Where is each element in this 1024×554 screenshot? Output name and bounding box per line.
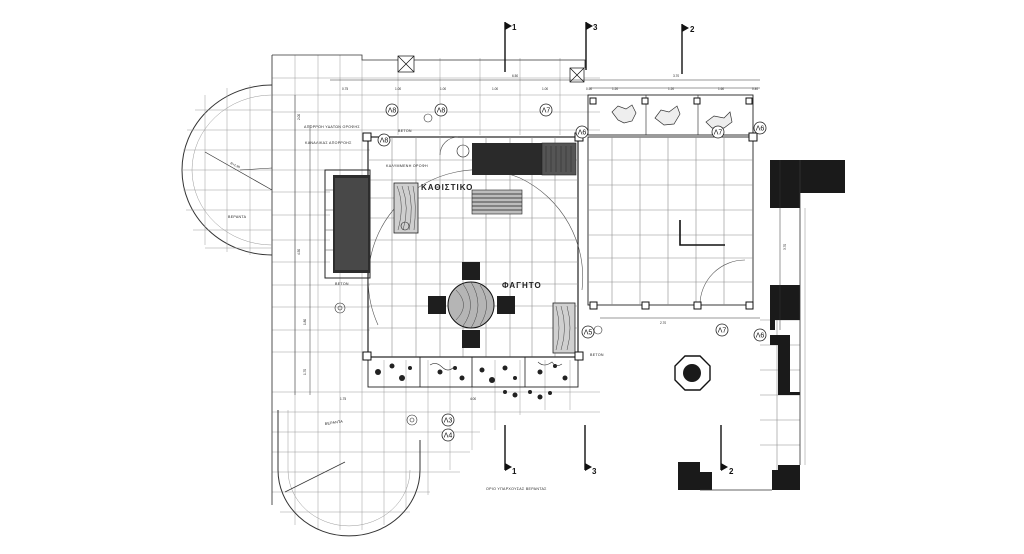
- pergola-area: [587, 94, 800, 470]
- section-marker-3-top: 3: [585, 22, 598, 70]
- dim-overall-right: 3.70: [673, 74, 679, 78]
- detail-marker-l7-top: Λ7: [539, 103, 553, 117]
- section-marker-1-bottom: 1: [504, 425, 517, 476]
- note-ceiling: ΚΑΛΥΜΜΕΝΗ ΟΡΟΦΗ: [386, 164, 428, 168]
- section-marker-1-top: 1: [504, 22, 517, 72]
- svg-text:Λ8: Λ8: [437, 108, 446, 115]
- note-roof-drain: ΑΠΟΡΡΟΗ ΥΔΑΤΩΝ ΟΡΟΦΗΣ: [304, 125, 360, 129]
- detail-marker-l4: Λ4: [441, 428, 455, 442]
- note-gutter: ΚΑΝΑΛΙΚΑΣ ΑΠΟΡΡΟΗΣ: [305, 141, 352, 145]
- dim-bottom-1: 1.75: [340, 397, 346, 401]
- svg-text:Λ7: Λ7: [718, 328, 727, 335]
- svg-text:Λ5: Λ5: [584, 330, 593, 337]
- detail-marker-l6-lower: Λ6: [753, 328, 767, 342]
- svg-text:1: 1: [512, 467, 517, 476]
- room-label-kitchen: ΚΑΘΙΣΤΙΚΟ: [421, 183, 473, 192]
- detail-marker-l6-right: Λ6: [753, 121, 767, 135]
- detail-marker-l3: Λ3: [441, 413, 455, 427]
- columns: [362, 97, 758, 361]
- detail-marker-l7-lower: Λ7: [715, 323, 729, 337]
- dining-table: [428, 262, 515, 348]
- svg-text:2: 2: [690, 25, 695, 34]
- terrace-outline: [271, 54, 586, 505]
- fireplace-block: [393, 182, 419, 234]
- dim-top-9: 1.60: [718, 87, 724, 91]
- dim-left-3: 1.70: [303, 369, 307, 375]
- dim-top-3: 1.00: [440, 87, 446, 91]
- dim-top-2: 1.00: [395, 87, 401, 91]
- detail-marker-l5: Λ5: [581, 325, 595, 339]
- svg-text:Λ3: Λ3: [444, 418, 453, 425]
- dim-top-7: 1.20: [612, 87, 618, 91]
- chimney-markers: [397, 55, 585, 83]
- detail-marker-l8-top: Λ8: [385, 103, 399, 117]
- kitchen-counter: [472, 142, 577, 176]
- dim-top-10: 0.40: [752, 87, 758, 91]
- svg-text:2: 2: [729, 467, 734, 476]
- veranda-bottom-semicircle: [277, 410, 421, 537]
- dim-top-1: 0.75: [342, 87, 348, 91]
- left-sofa: [324, 169, 371, 279]
- dim-top-4: 1.00: [492, 87, 498, 91]
- room-label-dining: ΦΑΓΗΤΟ: [502, 281, 542, 290]
- section-markers: 1 3 2 1 3 2: [504, 22, 734, 476]
- svg-text:3: 3: [592, 467, 597, 476]
- note-concrete-left: ΒΕΤΟΝ: [335, 282, 349, 286]
- striped-board: [471, 189, 523, 215]
- dim-inner-right: 2.70: [660, 321, 666, 325]
- svg-text:Λ7: Λ7: [714, 130, 723, 137]
- detail-marker-l8-mid: Λ8: [434, 103, 448, 117]
- svg-text:3: 3: [593, 23, 598, 32]
- dim-left-4: 4.50: [297, 249, 301, 255]
- dim-top-8: 1.20: [668, 87, 674, 91]
- section-marker-2-top: 2: [681, 24, 695, 74]
- svg-text:Λ6: Λ6: [756, 333, 765, 340]
- dim-bottom-2: 4.00: [470, 397, 476, 401]
- existing-house-walls: [678, 160, 845, 491]
- note-concrete-right: ΒΕΤΟΝ: [590, 353, 604, 357]
- room-label-veranda-top: ΒΕΡΑΝΤΑ: [228, 215, 247, 219]
- svg-text:Λ8: Λ8: [380, 138, 389, 145]
- detail-marker-l6-left: Λ6: [575, 125, 589, 139]
- dim-left-2: 1.80: [303, 319, 307, 325]
- wood-cabinet: [552, 302, 576, 354]
- svg-text:Λ4: Λ4: [444, 433, 453, 440]
- round-planter: [456, 144, 470, 158]
- dimension-lines: [294, 79, 781, 395]
- svg-text:Λ8: Λ8: [388, 108, 397, 115]
- section-marker-3-bottom: 3: [584, 425, 597, 476]
- octagonal-planter: [674, 355, 711, 391]
- detail-marker-l8-left: Λ8: [377, 133, 391, 147]
- svg-text:Λ6: Λ6: [756, 126, 765, 133]
- dim-top-5: 1.00: [542, 87, 548, 91]
- svg-text:Λ7: Λ7: [542, 108, 551, 115]
- detail-marker-l7-right: Λ7: [711, 125, 725, 139]
- room-label-veranda-bottom: ΒΕΡΑΝΤΑ: [325, 419, 344, 426]
- dim-radius: R=1.95: [230, 161, 241, 169]
- detail-markers: Λ8 Λ8 Λ7 Λ8 Λ6 Λ7 Λ6 Λ5 Λ7 Λ6 Λ3 Λ4: [377, 103, 767, 442]
- note-existing-veranda: ΟΡΙΟ ΥΠΑΡΧΟΥΣΑΣ ΒΕΡΑΝΤΑΣ: [486, 487, 547, 491]
- dim-left-1: 2.00: [297, 114, 301, 120]
- flower-boxes: [367, 356, 579, 400]
- veranda-top-semicircle: [181, 84, 273, 256]
- dim-overall-left: 6.50: [512, 74, 518, 78]
- note-concrete-top: ΒΕΤΟΝ: [398, 129, 412, 133]
- small-trees: [334, 113, 603, 426]
- section-marker-2-bottom: 2: [720, 425, 734, 476]
- dim-right-height: 3.70: [783, 244, 787, 250]
- svg-text:Λ6: Λ6: [578, 130, 587, 137]
- svg-text:1: 1: [512, 23, 517, 32]
- dim-top-6: 0.50: [586, 87, 592, 91]
